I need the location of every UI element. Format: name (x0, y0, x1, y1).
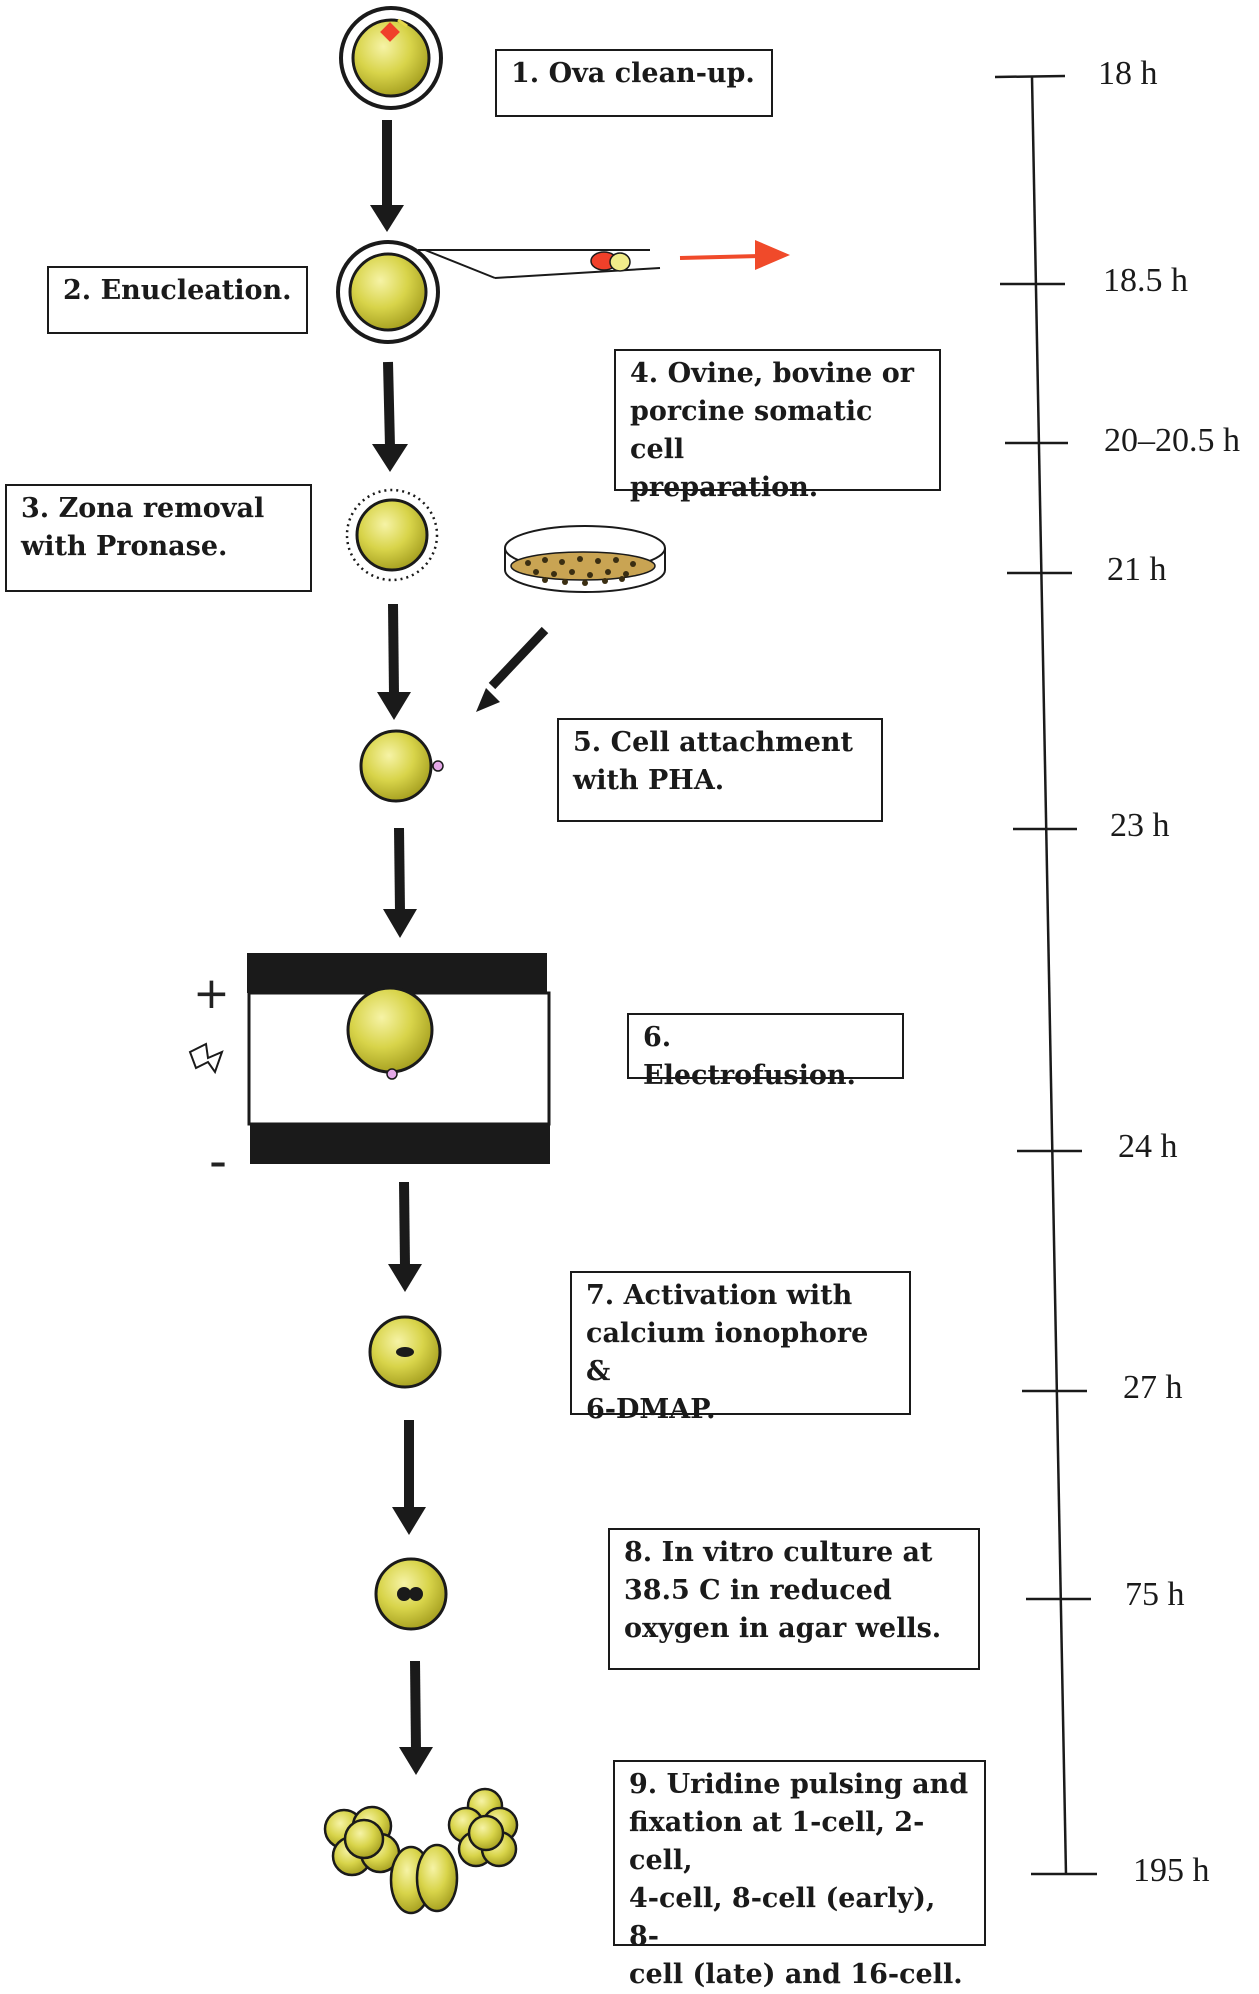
lightning-bolt-icon (188, 1042, 224, 1075)
step-4-somatic-cell-preparation: 4. Ovine, bovine or porcine somatic cell… (614, 349, 941, 503)
zona-free-ovum (345, 488, 439, 582)
eight-cell-embryo (447, 1787, 519, 1868)
step-5-cell-attachment: 5. Cell attachment with PHA. (557, 718, 883, 822)
positive-electrode (247, 953, 547, 993)
pipette-icon (418, 249, 661, 279)
time-label: 195 h (1133, 1852, 1210, 1889)
step-7-activation: 7. Activation with calcium ionophore & 6… (570, 1271, 911, 1425)
ovum-with-zona-1 (339, 6, 443, 110)
activated-embryo (368, 1315, 442, 1389)
time-label: 27 h (1123, 1369, 1183, 1406)
down-arrow-icon (372, 361, 408, 472)
step-6-electrofusion: 6. Electrofusion. (627, 1013, 904, 1091)
down-arrow-icon (388, 1181, 422, 1292)
enucleated-ovum (336, 240, 440, 344)
petri-dish-icon (504, 525, 666, 593)
step-9-uridine-pulsing: 9. Uridine pulsing and fixation at 1-cel… (613, 1760, 986, 1990)
cultured-embryo (374, 1557, 448, 1631)
scnt-timeline-diagram (188, 6, 1097, 1915)
down-arrow-icon (392, 1420, 426, 1535)
metaphase-plate-icon (380, 22, 400, 42)
step-2-enucleation: 2. Enucleation. (47, 266, 308, 334)
step-3-zona-removal: 3. Zona removal with Pronase. (5, 484, 312, 592)
two-cell-embryo (389, 1843, 459, 1915)
diagonal-arrow-icon (476, 626, 549, 712)
negative-pole-label: - (209, 1132, 228, 1190)
step-1-ova-clean-up: 1. Ova clean-up. (495, 49, 773, 117)
positive-pole-label: + (193, 968, 230, 1019)
timeline-axis (994, 74, 1097, 1876)
time-label: 21 h (1107, 551, 1167, 588)
time-label: 23 h (1110, 807, 1170, 844)
time-label: 20–20.5 h (1104, 422, 1240, 459)
time-label: 24 h (1118, 1128, 1178, 1165)
time-label: 18 h (1098, 55, 1158, 92)
down-arrow-icon (377, 603, 411, 720)
four-cell-embryo (323, 1805, 401, 1877)
time-label: 75 h (1125, 1576, 1185, 1613)
down-arrow-icon (383, 827, 417, 938)
red-pull-arrow-icon (679, 240, 790, 270)
down-arrow-icon (370, 120, 404, 232)
ovum-with-attached-cell (359, 729, 444, 803)
time-label: 18.5 h (1103, 262, 1188, 299)
negative-electrode (250, 1124, 550, 1164)
electrofusion-chamber (247, 953, 551, 1164)
down-arrow-icon (399, 1660, 433, 1775)
step-8-in-vitro-culture: 8. In vitro culture at 38.5 C in reduced… (608, 1528, 980, 1670)
